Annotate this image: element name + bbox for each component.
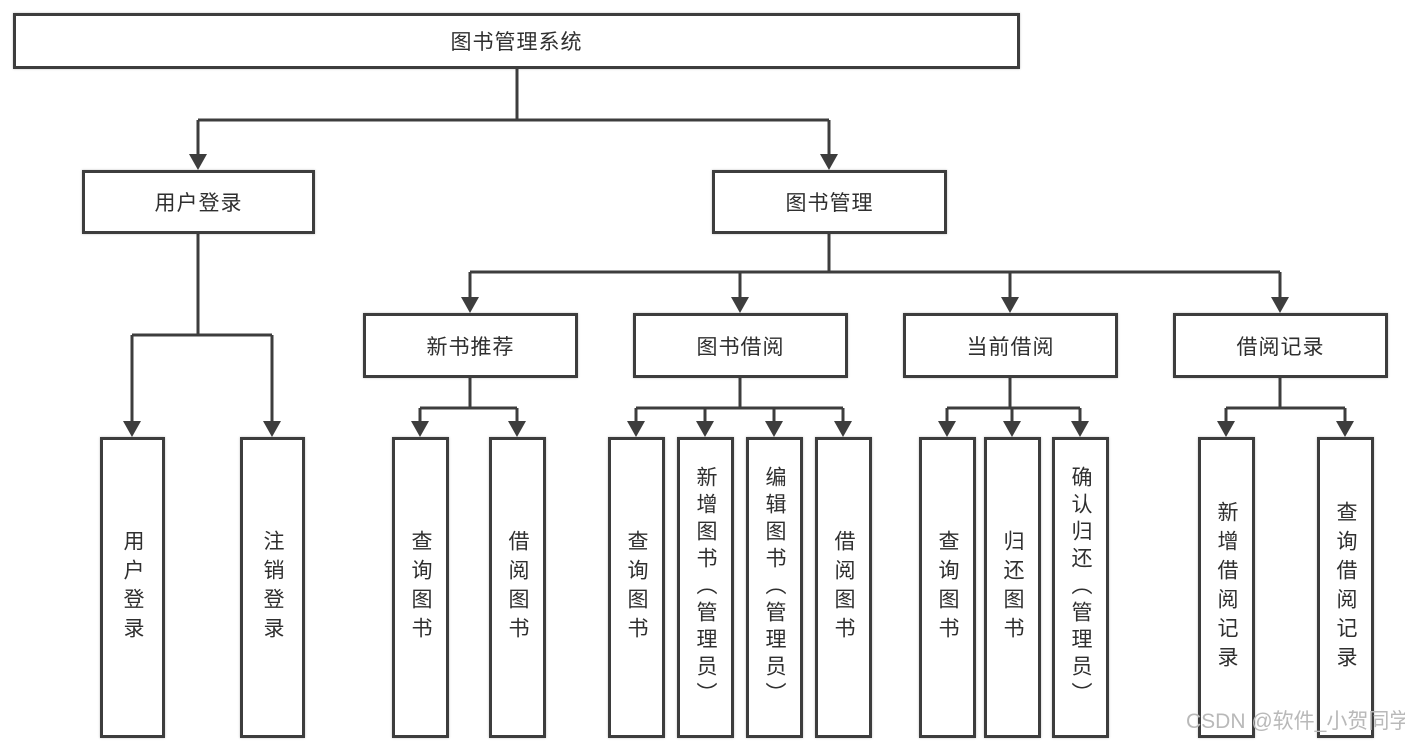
watermark: CSDN @软件_小贺同学 [1186, 710, 1405, 733]
connector-segments [130, 68, 1347, 423]
leaf-borrow-books-recommend: 借阅图书 [489, 437, 546, 738]
leaf-edit-book-admin: 编辑图书（管理员） [746, 437, 803, 738]
leaf-user-login: 用户登录 [100, 437, 165, 738]
node-user-login: 用户登录 [82, 170, 315, 234]
leaf-search-books-current: 查询图书 [919, 437, 976, 738]
node-book-management: 图书管理 [712, 170, 947, 234]
leaf-add-borrow-record-label: 新增借阅记录 [1215, 500, 1238, 675]
leaf-search-borrow-record-label: 查询借阅记录 [1334, 500, 1357, 675]
node-user-login-label: 用户登录 [154, 192, 243, 215]
node-root-label: 图书管理系统 [450, 31, 583, 54]
leaf-borrow-books-recommend-label: 借阅图书 [506, 529, 529, 646]
leaf-search-books-recommend: 查询图书 [392, 437, 449, 738]
leaf-borrow-books-borrowing-label: 借阅图书 [832, 529, 855, 646]
leaf-search-books-current-label: 查询图书 [936, 529, 959, 646]
leaf-user-login-label: 用户登录 [121, 529, 144, 646]
leaf-edit-book-admin-label: 编辑图书（管理员） [763, 466, 786, 709]
leaf-search-books-recommend-label: 查询图书 [409, 529, 432, 646]
leaf-add-borrow-record: 新增借阅记录 [1198, 437, 1255, 738]
node-new-book-recommend: 新书推荐 [363, 313, 578, 378]
leaf-add-book-admin-label: 新增图书（管理员） [694, 466, 717, 709]
leaf-confirm-return-admin-label: 确认归还（管理员） [1069, 466, 1092, 709]
node-root: 图书管理系统 [13, 13, 1020, 69]
leaf-search-books-borrowing-label: 查询图书 [625, 529, 648, 646]
node-book-borrowing: 图书借阅 [633, 313, 848, 378]
node-book-management-label: 图书管理 [785, 192, 874, 215]
leaf-confirm-return-admin: 确认归还（管理员） [1052, 437, 1109, 738]
leaf-return-book-label: 归还图书 [1001, 529, 1024, 646]
node-current-borrowing-label: 当前借阅 [966, 335, 1055, 359]
node-new-book-recommend-label: 新书推荐 [426, 335, 515, 359]
leaf-add-book-admin: 新增图书（管理员） [677, 437, 734, 738]
node-book-borrowing-label: 图书借阅 [696, 335, 785, 359]
leaf-return-book: 归还图书 [984, 437, 1041, 738]
leaf-logout-label: 注销登录 [261, 529, 284, 646]
leaf-search-books-borrowing: 查询图书 [608, 437, 665, 738]
node-current-borrowing: 当前借阅 [903, 313, 1118, 378]
node-borrowing-records-label: 借阅记录 [1236, 335, 1325, 359]
node-borrowing-records: 借阅记录 [1173, 313, 1388, 378]
leaf-logout: 注销登录 [240, 437, 305, 738]
leaf-search-borrow-record: 查询借阅记录 [1317, 437, 1374, 738]
leaf-borrow-books-borrowing: 借阅图书 [815, 437, 872, 738]
